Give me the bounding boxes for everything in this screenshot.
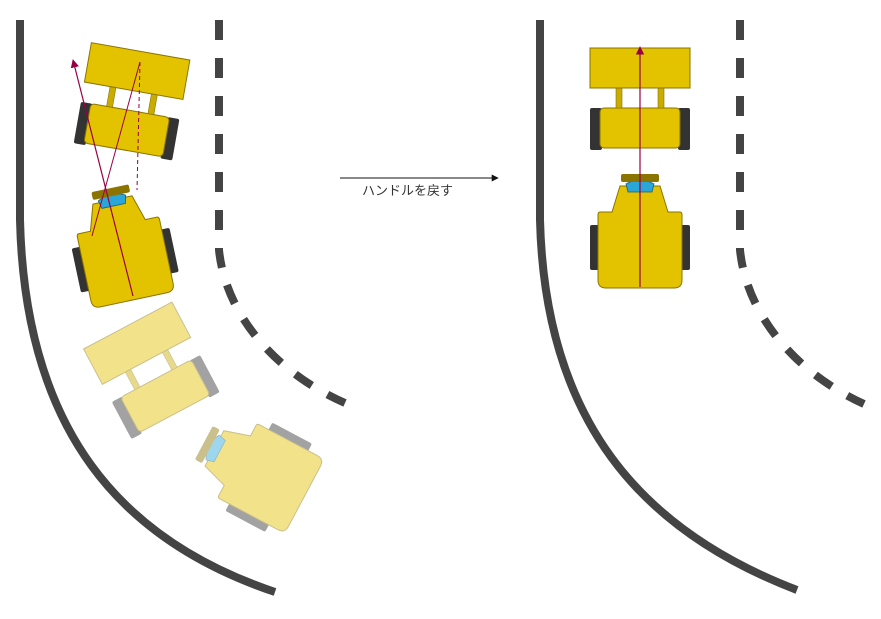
caption-label: ハンドルを戻す (362, 184, 454, 199)
road-outer-edge (536, 20, 799, 594)
road-outer-edge (16, 20, 277, 596)
front-axis-dashed-line (136, 61, 141, 191)
scene-before (16, 20, 347, 596)
scene-after (536, 20, 866, 594)
road-center-line (736, 20, 866, 408)
wheel-loader-articulated (60, 42, 191, 311)
heading-arrow (70, 59, 134, 297)
road-center-line (215, 20, 347, 407)
front-axis-line (91, 61, 141, 237)
